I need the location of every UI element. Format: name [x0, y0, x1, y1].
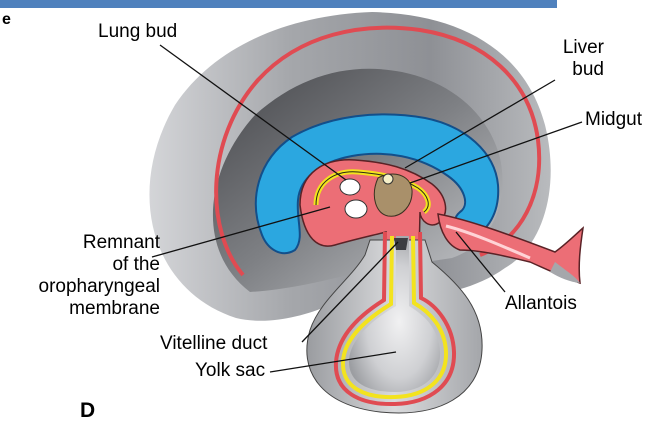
- label-lung-bud: Lung bud: [98, 21, 177, 43]
- label-midgut: Midgut: [585, 109, 642, 131]
- label-allantois: Allantois: [505, 293, 577, 315]
- corner-mark: e: [2, 9, 11, 31]
- panel-letter: D: [80, 400, 95, 422]
- label-remnant: Remnant of the oropharyngeal membrane: [20, 232, 160, 320]
- pharynx-pocket: [345, 200, 367, 218]
- small-pocket: [383, 174, 393, 184]
- label-liver-bud-line-2: bud: [548, 59, 604, 81]
- label-liver-bud: Liver bud: [548, 37, 604, 81]
- label-yolk-sac: Yolk sac: [195, 360, 265, 382]
- label-liver-bud-line-1: Liver: [548, 37, 604, 59]
- lung-bud-pocket: [340, 179, 360, 195]
- label-remnant-line-1: Remnant: [20, 232, 160, 254]
- label-remnant-line-2: of the: [20, 254, 160, 276]
- label-remnant-line-3: oropharyngeal: [20, 276, 160, 298]
- label-vitelline-duct: Vitelline duct: [160, 333, 267, 355]
- label-remnant-line-4: membrane: [20, 298, 160, 320]
